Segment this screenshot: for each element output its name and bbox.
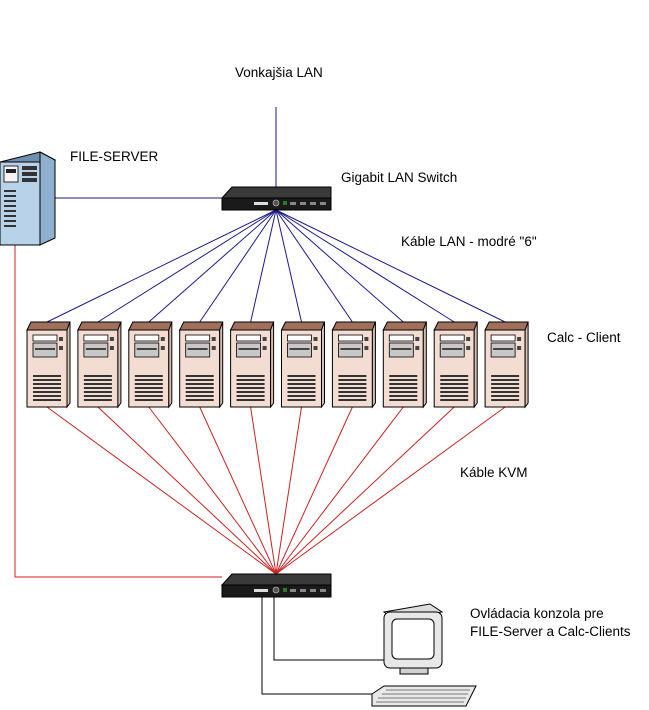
lan-cable-2 [97,209,277,323]
kvm-cable-6 [275,406,302,575]
calc-clients [26,321,529,409]
calc-client-9 [433,321,478,409]
file-server-icon [0,151,57,246]
console-monitor-cable [273,597,384,661]
calc-client-7 [331,321,377,409]
lan-cables [46,209,506,323]
file-server-label: FILE-SERVER [70,149,159,164]
kvm-cable-3 [148,406,277,575]
console-label-line1: Ovládacia konzola pre [470,606,604,621]
lan-cable-10 [275,209,506,323]
switch-label: Gigabit LAN Switch [341,170,458,185]
lan-cable-6 [275,209,302,323]
kvm-cable-7 [275,406,353,575]
lan-cable-9 [275,209,455,323]
kvm-cables [46,406,506,575]
kvm-cable-9 [275,406,455,575]
calc-client-10 [484,321,529,409]
calc-client-1 [26,321,71,409]
lan-cable-8 [275,209,404,323]
kvm-cables-label: Káble KVM [460,465,528,480]
kvm-cable-8 [275,406,404,575]
calc-client-4 [178,321,224,409]
kvm-cable-4 [199,406,277,575]
calc-client-6 [280,321,326,409]
calc-client-label: Calc - Client [547,330,621,345]
calc-client-3 [127,321,173,409]
lan-cables-label: Káble LAN - modré "6" [401,234,537,249]
lan-cable-4 [199,209,277,323]
calc-client-5 [229,321,275,409]
calc-client-8 [382,321,428,409]
lan-cable-7 [275,209,353,323]
monitor-icon [382,603,444,675]
server-kvm-cable [14,245,222,578]
lan-cable-1 [46,209,277,323]
lan-cable-5 [250,209,277,323]
lan-cable-3 [148,209,277,323]
kvm-cable-1 [46,406,277,575]
external-lan-label: Vonkajšia LAN [235,65,323,80]
kvm-switch-icon [220,573,332,598]
lan-switch-icon [220,186,332,211]
kvm-cable-5 [250,406,277,575]
console-label-line2: FILE-Server a Calc-Clients [470,624,631,639]
console-keyboard-cable [261,597,372,695]
calc-client-2 [77,321,122,409]
keyboard-icon [371,685,477,707]
kvm-cable-2 [97,406,277,575]
kvm-cable-10 [275,406,506,575]
